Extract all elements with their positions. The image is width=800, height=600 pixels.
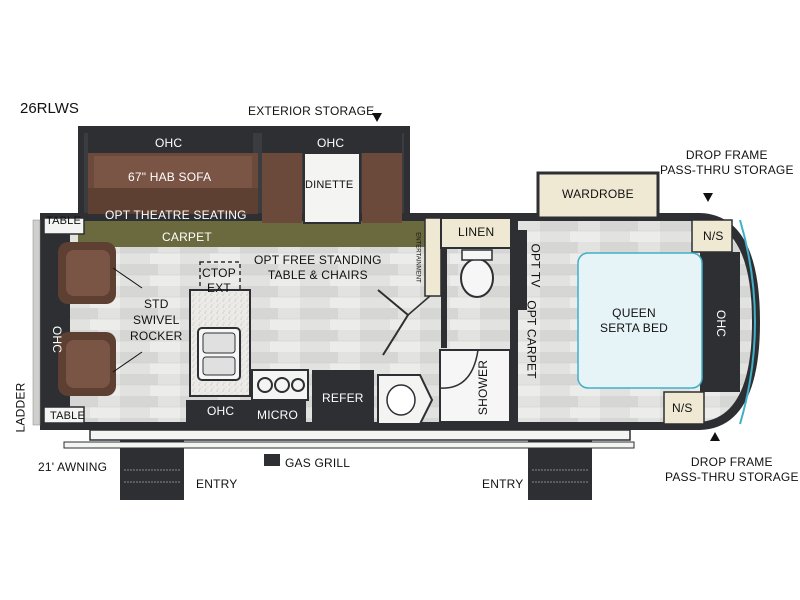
dinette-ohc-label: OHC (317, 136, 345, 150)
pass-thru-top-arrow (703, 193, 713, 202)
opt-tv-label: OPT TV (528, 243, 543, 288)
drop-frame-top-label: DROP FRAME PASS-THRU STORAGE (660, 148, 794, 177)
ns-top-shape (691, 219, 733, 253)
sink-shape (197, 327, 241, 381)
gas-grill-label: GAS GRILL (285, 456, 351, 470)
bath-wall (510, 218, 518, 426)
carpet-strip (78, 221, 430, 247)
stove-shape (251, 369, 309, 401)
rocker-label: STD SWIVEL ROCKER (130, 297, 183, 343)
ns-bottom-label: N/S (672, 401, 693, 415)
shower-shape (439, 349, 511, 423)
bedroom-ohc (700, 252, 740, 392)
ohc-left-label: OHC (50, 325, 65, 354)
awning-label: 21' AWNING (38, 460, 108, 474)
kitchen-ohc-band (186, 400, 306, 422)
countertop-extension (199, 261, 241, 291)
wardrobe-shape (536, 171, 660, 220)
gas-grill-marker (264, 454, 280, 466)
table-top-shape (43, 217, 85, 235)
carpet-label: CARPET (162, 230, 212, 244)
table-top-label: TABLE (46, 215, 82, 227)
awning-bar (89, 429, 631, 441)
bed-shape (577, 252, 703, 389)
ns-bottom-shape (663, 391, 705, 425)
ohc-right-label: OHC (714, 309, 729, 338)
ns-top-label: N/S (703, 229, 724, 243)
exterior-storage-label: EXTERIOR STORAGE (248, 104, 375, 118)
dinette-ohc (262, 133, 402, 153)
entertainment-label: ENTERTAINMENT (414, 232, 421, 283)
micro-label: MICRO (257, 408, 298, 422)
linen-label: LINEN (458, 225, 495, 239)
sofa-label: 67" HAB SOFA (128, 170, 212, 184)
wardrobe-label: WARDROBE (562, 187, 634, 201)
sofa-ohc-label: OHC (155, 136, 183, 150)
drop-frame-bottom-label: DROP FRAME PASS-THRU STORAGE (665, 455, 799, 484)
queen-bed-label: QUEEN SERTA BED (600, 306, 669, 335)
table-bottom-shape (43, 406, 85, 424)
entry-left-label: ENTRY (196, 477, 238, 491)
dinette-label: DINETTE (305, 179, 354, 191)
ladder-label: LADDER (13, 382, 28, 433)
toilet-shape (460, 249, 494, 298)
linen-cabinet (440, 217, 518, 249)
ctop-ext-label: CTOP EXT (202, 266, 236, 295)
table-bottom-label: TABLE (50, 410, 86, 422)
lavatory-shape (377, 374, 434, 425)
pass-thru-bottom-arrow (710, 432, 720, 441)
entry-right-label: ENTRY (482, 477, 524, 491)
entertainment-cabinet (424, 217, 442, 297)
theatre-seating-label: OPT THEATRE SEATING (105, 208, 247, 222)
rocker-chairs (58, 242, 116, 396)
sofa-ohc (88, 133, 253, 153)
refer-label: REFER (322, 391, 364, 405)
refer-shape (312, 370, 374, 422)
free-standing-label: OPT FREE STANDING TABLE & CHAIRS (254, 253, 382, 282)
opt-carpet-label: OPT CARPET (524, 300, 539, 379)
kitchen-ohc-label: OHC (207, 404, 235, 418)
shower-label: SHOWER (476, 359, 491, 416)
model-name: 26RLWS (20, 100, 79, 117)
dinette-table (303, 152, 361, 224)
storage-arrow (372, 113, 382, 122)
